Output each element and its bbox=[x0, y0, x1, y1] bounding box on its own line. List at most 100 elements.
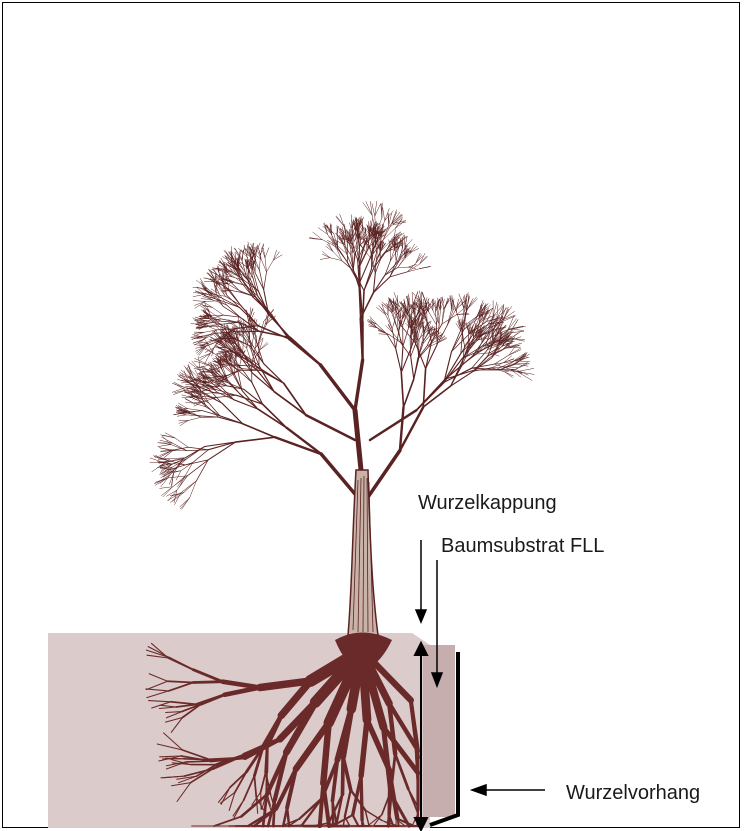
branch bbox=[494, 355, 509, 364]
branch bbox=[320, 365, 355, 411]
branch bbox=[263, 248, 265, 258]
branch bbox=[180, 498, 190, 509]
branch bbox=[193, 294, 206, 297]
branch bbox=[158, 445, 171, 447]
branch bbox=[429, 312, 437, 325]
branch bbox=[411, 356, 414, 379]
branch bbox=[188, 417, 201, 420]
branch bbox=[177, 415, 186, 416]
branch bbox=[336, 217, 344, 226]
branch bbox=[504, 356, 512, 363]
branch bbox=[395, 323, 399, 331]
branch bbox=[340, 214, 344, 226]
branch bbox=[284, 383, 306, 415]
branch bbox=[194, 365, 209, 369]
branch bbox=[259, 270, 263, 290]
branch bbox=[265, 248, 269, 258]
branch bbox=[188, 447, 208, 450]
branch bbox=[273, 252, 279, 261]
branch bbox=[355, 360, 363, 410]
branch bbox=[159, 448, 172, 451]
branch bbox=[275, 437, 321, 454]
branch bbox=[255, 273, 264, 290]
root bbox=[193, 682, 223, 683]
branch bbox=[385, 261, 390, 275]
branch bbox=[229, 322, 240, 328]
branch bbox=[163, 435, 175, 438]
branch bbox=[383, 208, 385, 221]
branch bbox=[414, 358, 419, 379]
branch bbox=[287, 428, 322, 454]
branch bbox=[447, 310, 455, 326]
branch bbox=[452, 328, 462, 352]
branch bbox=[290, 338, 320, 365]
branch bbox=[364, 269, 374, 291]
branch bbox=[200, 278, 207, 288]
branch bbox=[403, 328, 409, 347]
branch bbox=[398, 258, 405, 267]
branch bbox=[450, 296, 452, 310]
branch bbox=[388, 315, 392, 329]
branch bbox=[370, 410, 416, 440]
substrate-strip bbox=[423, 645, 455, 817]
branch bbox=[383, 226, 389, 240]
branch bbox=[363, 291, 364, 322]
branch bbox=[514, 361, 530, 362]
branch bbox=[172, 383, 185, 388]
branch bbox=[160, 440, 173, 443]
branch bbox=[420, 267, 431, 269]
branch bbox=[306, 415, 355, 440]
branch bbox=[205, 442, 236, 446]
branch bbox=[511, 369, 521, 377]
branch bbox=[320, 258, 330, 260]
branch bbox=[180, 498, 190, 507]
branch bbox=[179, 421, 188, 424]
branch bbox=[243, 424, 275, 438]
branch bbox=[176, 471, 181, 480]
branch bbox=[396, 349, 402, 373]
branch bbox=[208, 442, 235, 460]
branch bbox=[263, 404, 287, 428]
branch bbox=[404, 235, 405, 247]
branch bbox=[442, 315, 457, 324]
branch bbox=[328, 243, 333, 252]
label-root-pruning: Wurzelkappung bbox=[418, 493, 557, 513]
branch bbox=[505, 372, 514, 376]
branch bbox=[264, 272, 267, 290]
branch bbox=[180, 421, 188, 426]
arrow-root-curtain bbox=[472, 785, 545, 795]
arrow-root-pruning bbox=[416, 540, 426, 622]
branch bbox=[366, 451, 400, 501]
branch bbox=[259, 255, 260, 270]
tree-canopy bbox=[150, 201, 534, 509]
branch bbox=[267, 260, 274, 272]
branch bbox=[177, 476, 185, 486]
branch bbox=[517, 368, 533, 371]
branch bbox=[412, 292, 413, 304]
branch bbox=[258, 245, 261, 255]
label-substrate: Baumsubstrat FLL bbox=[441, 536, 604, 556]
branch bbox=[244, 389, 263, 404]
branch bbox=[372, 204, 375, 217]
branch bbox=[162, 437, 173, 443]
root bbox=[333, 801, 334, 826]
branch bbox=[259, 366, 274, 392]
branch bbox=[258, 409, 287, 428]
branch bbox=[188, 409, 203, 411]
root bbox=[398, 819, 399, 826]
branch bbox=[404, 379, 414, 407]
branch bbox=[196, 460, 208, 481]
branch bbox=[208, 325, 221, 326]
label-root-curtain: Wurzelvorhang bbox=[566, 783, 700, 803]
branch bbox=[516, 363, 530, 364]
branch bbox=[236, 437, 276, 442]
branch bbox=[212, 307, 223, 315]
branch bbox=[447, 309, 451, 325]
branch bbox=[439, 309, 440, 324]
root bbox=[266, 745, 268, 772]
branch bbox=[330, 258, 342, 261]
branch bbox=[177, 476, 188, 490]
branch bbox=[260, 344, 269, 351]
branch bbox=[377, 324, 387, 334]
